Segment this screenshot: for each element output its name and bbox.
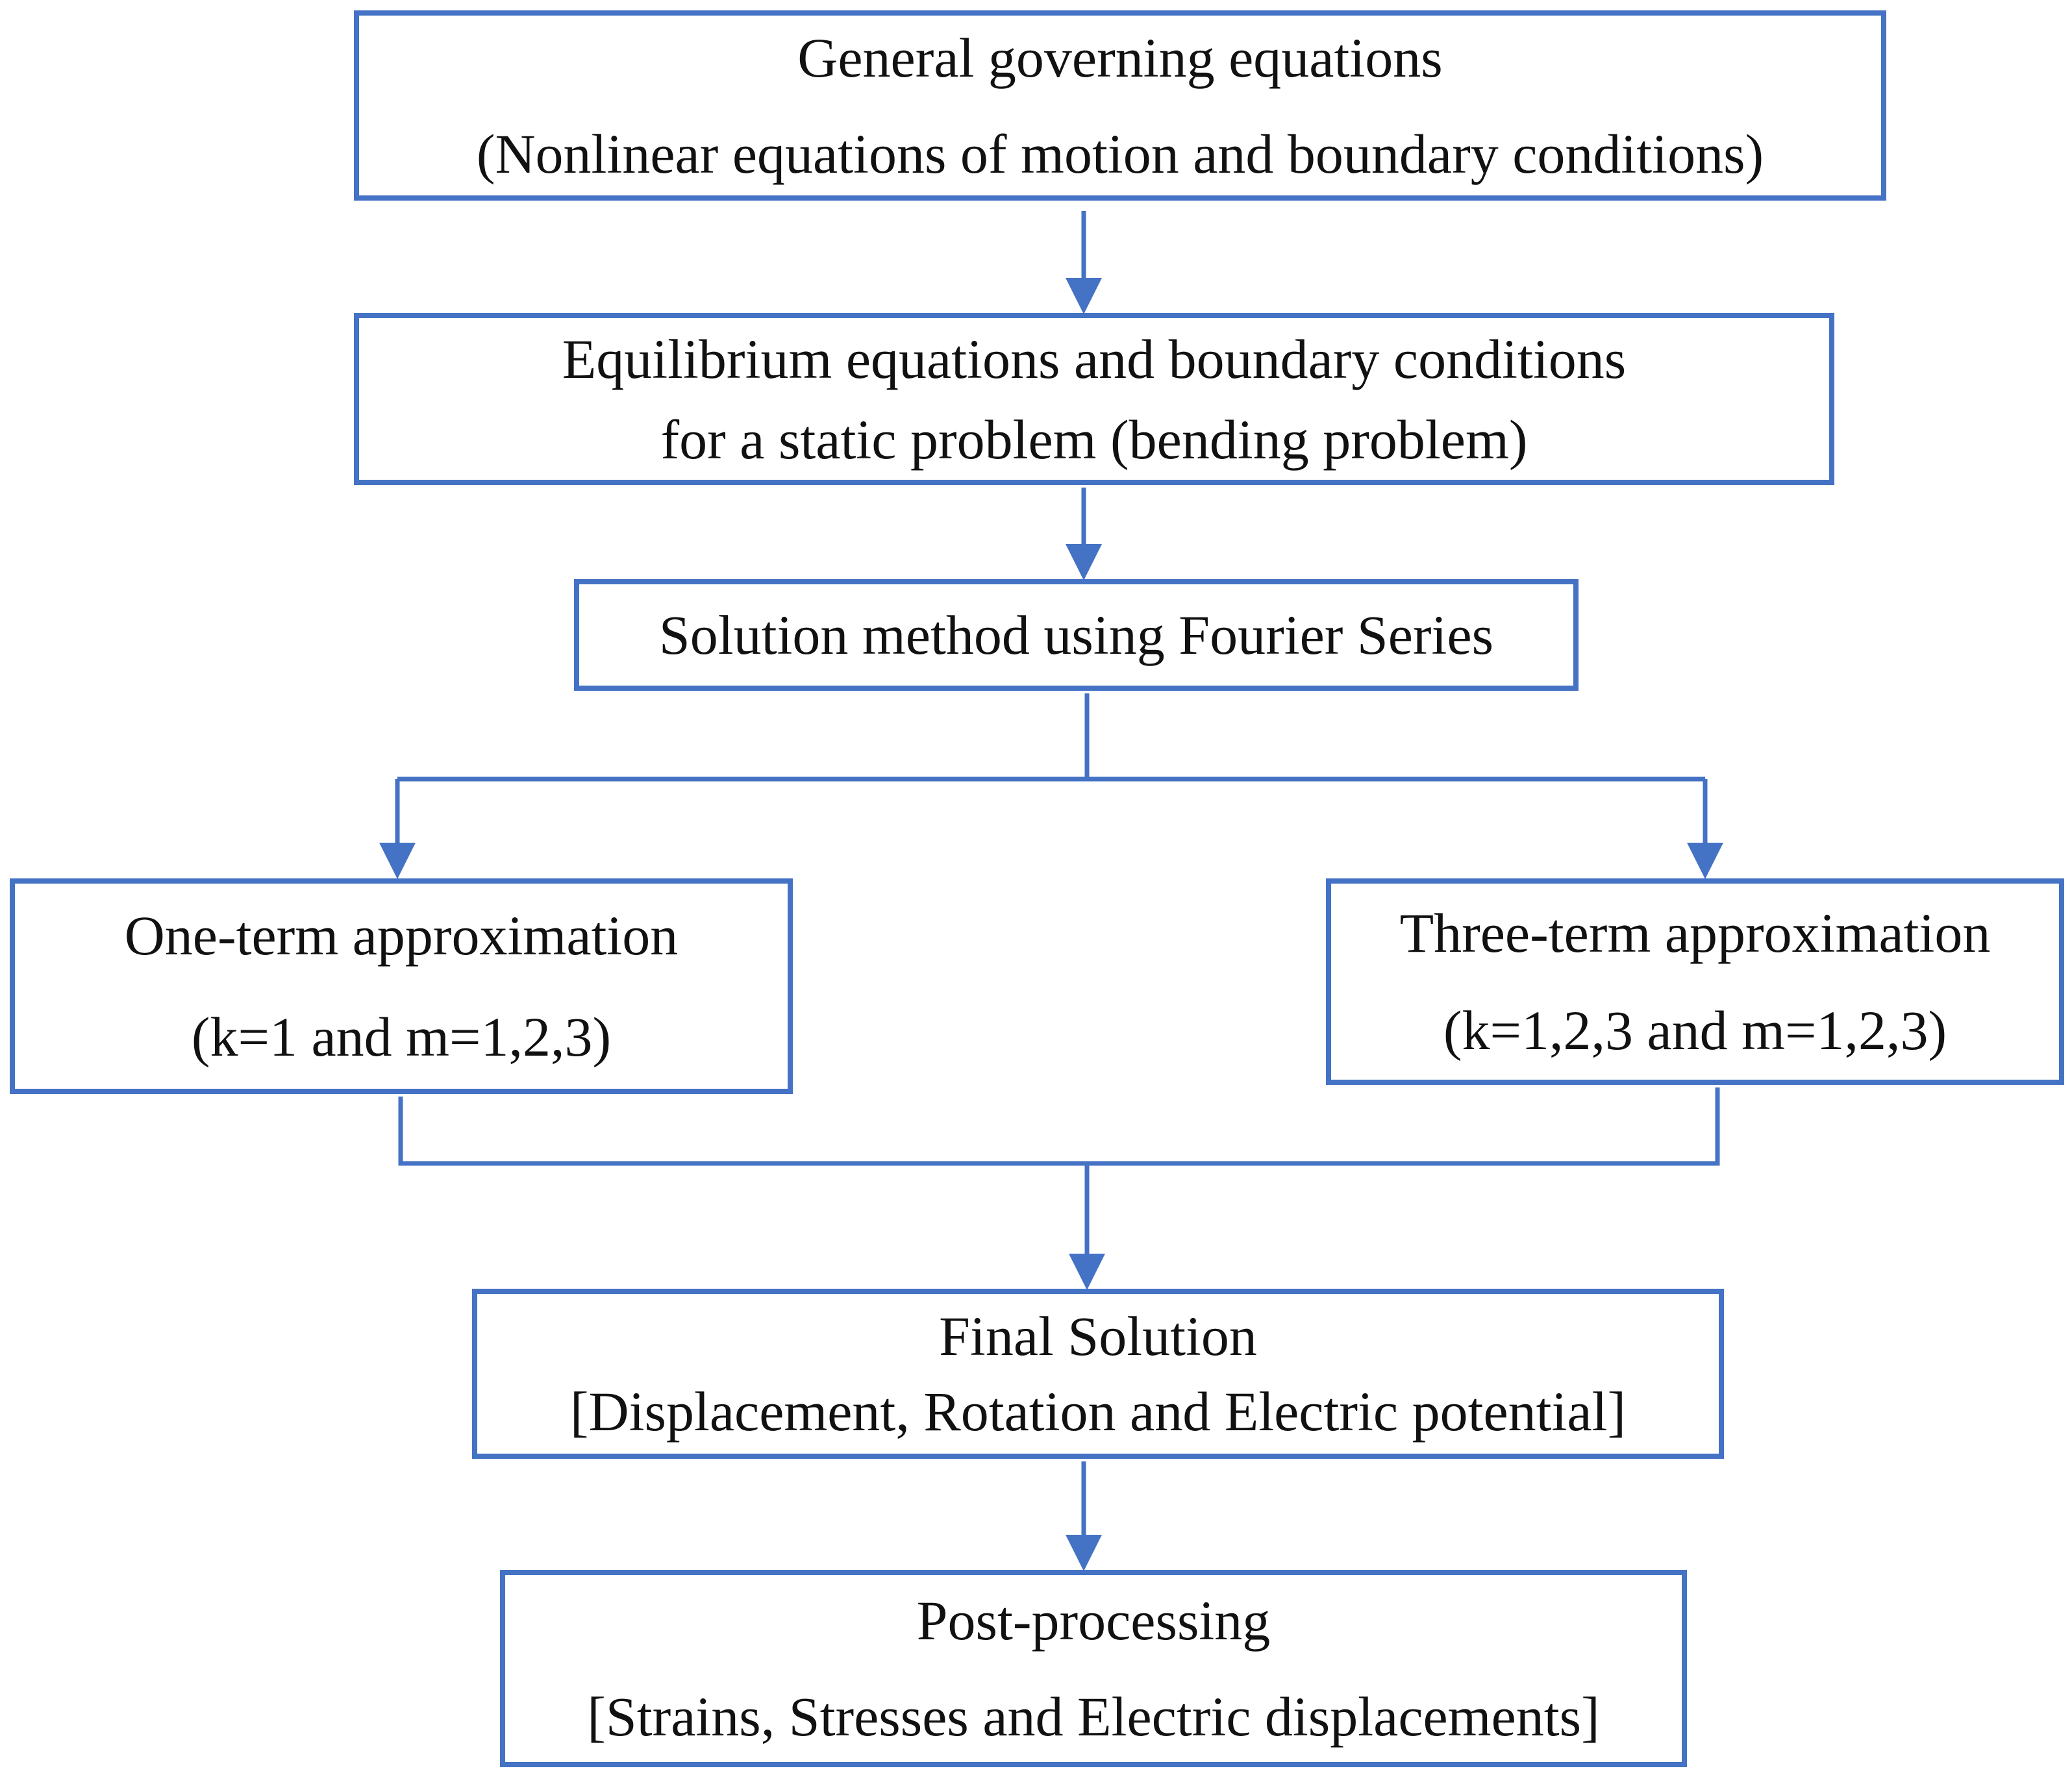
- node-title: General governing equations: [797, 26, 1443, 89]
- merge-line-right: [1087, 1087, 1720, 1166]
- node-title: Three-term approximation: [1399, 902, 1991, 964]
- three-term-approximation-box: Three-term approximation (k=1,2,3 and m=…: [1326, 878, 2064, 1085]
- node-subtitle: for a static problem (bending problem): [660, 408, 1528, 471]
- branch-split-line: [397, 693, 1090, 782]
- merge-line-left: [398, 1097, 1087, 1166]
- node-subtitle: [Strains, Stresses and Electric displace…: [587, 1685, 1600, 1748]
- node-title: Equilibrium equations and boundary condi…: [562, 327, 1627, 390]
- one-term-approximation-box: One-term approximation (k=1 and m=1,2,3): [10, 878, 793, 1094]
- node-title: Solution method using Fourier Series: [658, 604, 1494, 666]
- node-subtitle: (Nonlinear equations of motion and bound…: [476, 122, 1764, 185]
- general-governing-equations-box: General governing equations (Nonlinear e…: [354, 10, 1886, 201]
- node-title: Final Solution: [939, 1305, 1257, 1367]
- final-solution-box: Final Solution [Displacement, Rotation a…: [472, 1289, 1724, 1459]
- solution-method-box: Solution method using Fourier Series: [574, 579, 1579, 691]
- post-processing-box: Post-processing [Strains, Stresses and E…: [500, 1570, 1687, 1767]
- equilibrium-equations-box: Equilibrium equations and boundary condi…: [354, 313, 1834, 485]
- node-title: One-term approximation: [124, 904, 679, 967]
- node-subtitle: [Displacement, Rotation and Electric pot…: [569, 1380, 1627, 1443]
- node-subtitle: (k=1 and m=1,2,3): [191, 1006, 612, 1068]
- node-title: Post-processing: [916, 1589, 1271, 1652]
- node-subtitle: (k=1,2,3 and m=1,2,3): [1443, 999, 1947, 1061]
